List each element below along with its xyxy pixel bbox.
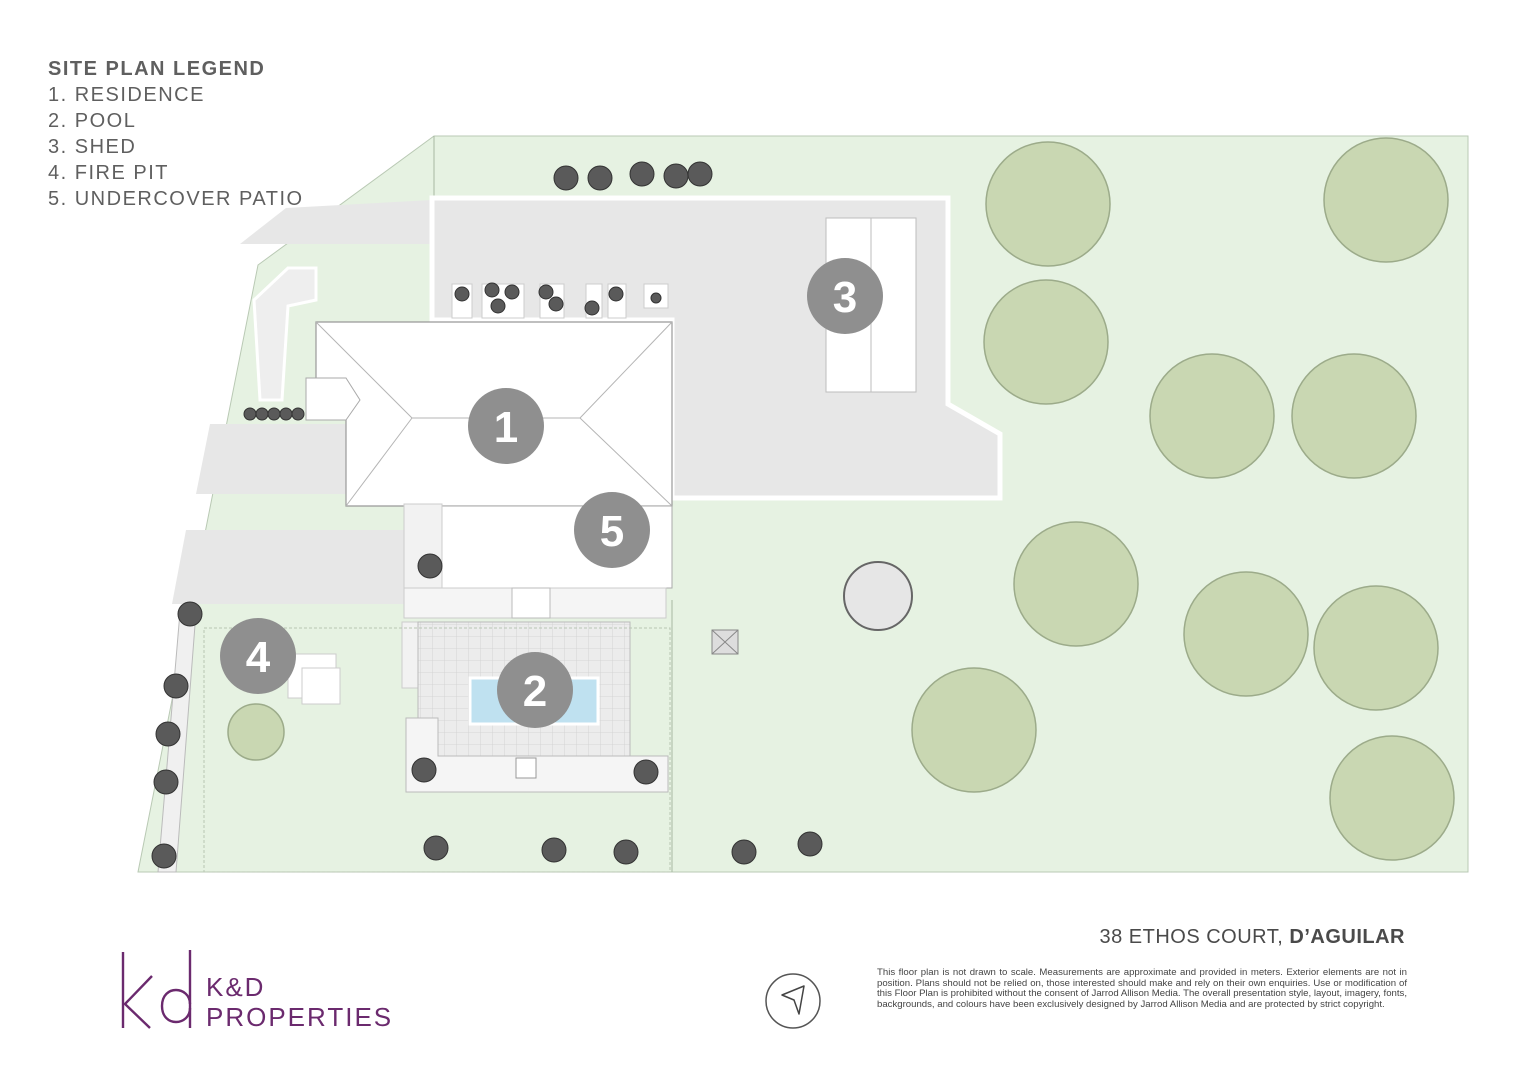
pool-terrace	[405, 717, 669, 793]
brand-logo: K&D PROPERTIES	[118, 948, 438, 1038]
marker-label: 1	[494, 403, 518, 452]
address-suburb: D’AGUILAR	[1289, 926, 1405, 948]
roof-gable	[305, 377, 361, 421]
fire-pit-zone	[203, 627, 671, 873]
legend-title: SITE PLAN LEGEND	[48, 58, 266, 80]
legend-item: 5. UNDERCOVER PATIO	[48, 188, 304, 210]
legend-item: 3. SHED	[48, 136, 137, 158]
marker-shed: 3	[807, 258, 883, 334]
round-shrub-tree	[843, 561, 913, 631]
pool-equipment	[515, 757, 537, 779]
large-tree	[227, 137, 1455, 861]
north-arrow-icon	[765, 973, 821, 1029]
marker-label: 3	[833, 273, 857, 322]
shrub	[151, 161, 823, 869]
marker-residence: 1	[468, 388, 544, 464]
path-strip	[252, 266, 318, 402]
legend-item: 4. FIRE PIT	[48, 162, 169, 184]
property-address: 38 ETHOS COURT, D’AGUILAR	[900, 926, 1405, 949]
driveway-lower	[172, 530, 404, 604]
brand-line2: PROPERTIES	[206, 1002, 394, 1032]
garden-structure-lines	[711, 629, 739, 655]
driveway-left	[196, 424, 346, 494]
legend-item: 2. POOL	[48, 110, 137, 132]
site-plan-legend: SITE PLAN LEGEND 1. RESIDENCE 2. POOL 3.…	[48, 56, 304, 212]
marker-label: 2	[523, 667, 547, 716]
patio-steps	[511, 587, 551, 619]
kd-monogram-icon	[121, 950, 192, 1029]
legend-item: 1. RESIDENCE	[48, 84, 205, 106]
disclaimer-text: This floor plan is not drawn to scale. M…	[877, 967, 1407, 1010]
brand-name: K&D PROPERTIES	[206, 972, 393, 1032]
fire-pit-pad-2	[301, 667, 341, 705]
marker-label: 5	[600, 507, 624, 556]
driveway-upper	[240, 200, 432, 244]
brand-line1: K&D	[206, 972, 266, 1002]
marker-label: 4	[246, 633, 271, 682]
marker-fire-pit: 4	[220, 618, 296, 694]
marker-undercover-patio: 5	[574, 492, 650, 568]
marker-pool: 2	[497, 652, 573, 728]
address-street: 38 ETHOS COURT,	[1099, 926, 1284, 948]
